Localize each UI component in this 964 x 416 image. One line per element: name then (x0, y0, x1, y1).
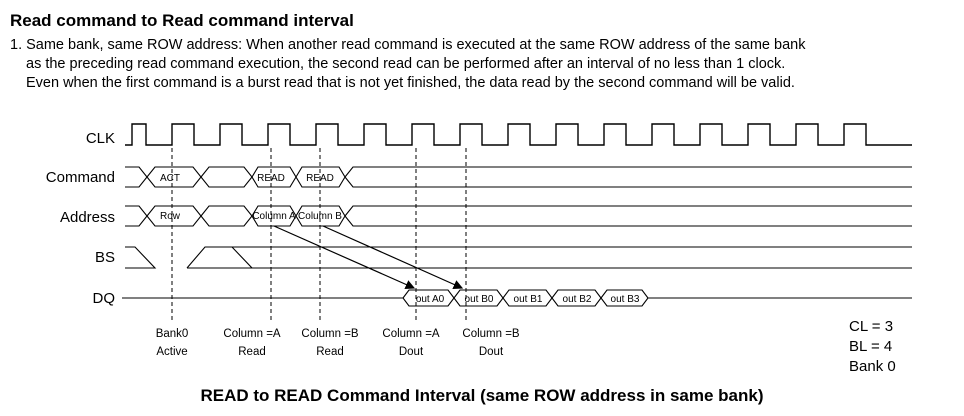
bs-waveform (125, 246, 912, 269)
dq-value-out-b3: out B3 (611, 294, 640, 305)
address-bus (125, 205, 912, 227)
dq-value-out-a0: out A0 (416, 294, 445, 305)
dq-value-out-b2: out B2 (563, 294, 592, 305)
annotation-4-line-1: Column =A (382, 328, 440, 340)
annotation-5-line-1: Column =B (462, 328, 520, 340)
command-value-act: ACT (160, 173, 180, 184)
signal-label-command: Command (46, 169, 115, 186)
signal-label-bs: BS (95, 249, 115, 266)
param-bl: BL = 4 (849, 338, 892, 355)
param-bank: Bank 0 (849, 358, 896, 375)
description-paragraph: 1. Same bank, same ROW address: When ano… (10, 36, 960, 93)
annotation-3-line-2: Read (316, 346, 344, 358)
signal-label-clk: CLK (86, 130, 115, 147)
description-line-1: 1. Same bank, same ROW address: When ano… (10, 37, 806, 53)
annotation-2-line-2: Read (238, 346, 266, 358)
command-bus (125, 166, 912, 188)
description-line-2: as the preceding read command execution,… (26, 56, 786, 72)
address-value-column-a: Column A (252, 211, 296, 222)
clk-waveform (125, 123, 912, 146)
signal-label-address: Address (60, 209, 115, 226)
timing-markers (171, 148, 467, 322)
annotation-2-line-1: Column =A (223, 328, 281, 340)
signal-label-dq: DQ (93, 290, 116, 307)
diagram-caption: READ to READ Command Interval (same ROW … (200, 386, 764, 405)
annotation-5-line-2: Dout (479, 346, 504, 358)
annotation-3-line-1: Column =B (301, 328, 359, 340)
annotation-4-line-2: Dout (399, 346, 424, 358)
param-cl: CL = 3 (849, 318, 893, 335)
section-heading: Read command to Read command interval (10, 11, 354, 30)
description-line-3: Even when the first command is a burst r… (26, 75, 795, 91)
dq-value-out-b1: out B1 (514, 294, 543, 305)
dq-bus (122, 289, 912, 307)
dq-value-out-b0: out B0 (465, 294, 494, 305)
annotation-1-line-2: Active (156, 346, 187, 358)
latency-arrows (273, 225, 464, 289)
address-value-row: Row (160, 211, 181, 222)
annotation-1-line-1: Bank0 (156, 328, 189, 340)
address-value-column-b: Column B (298, 211, 342, 222)
